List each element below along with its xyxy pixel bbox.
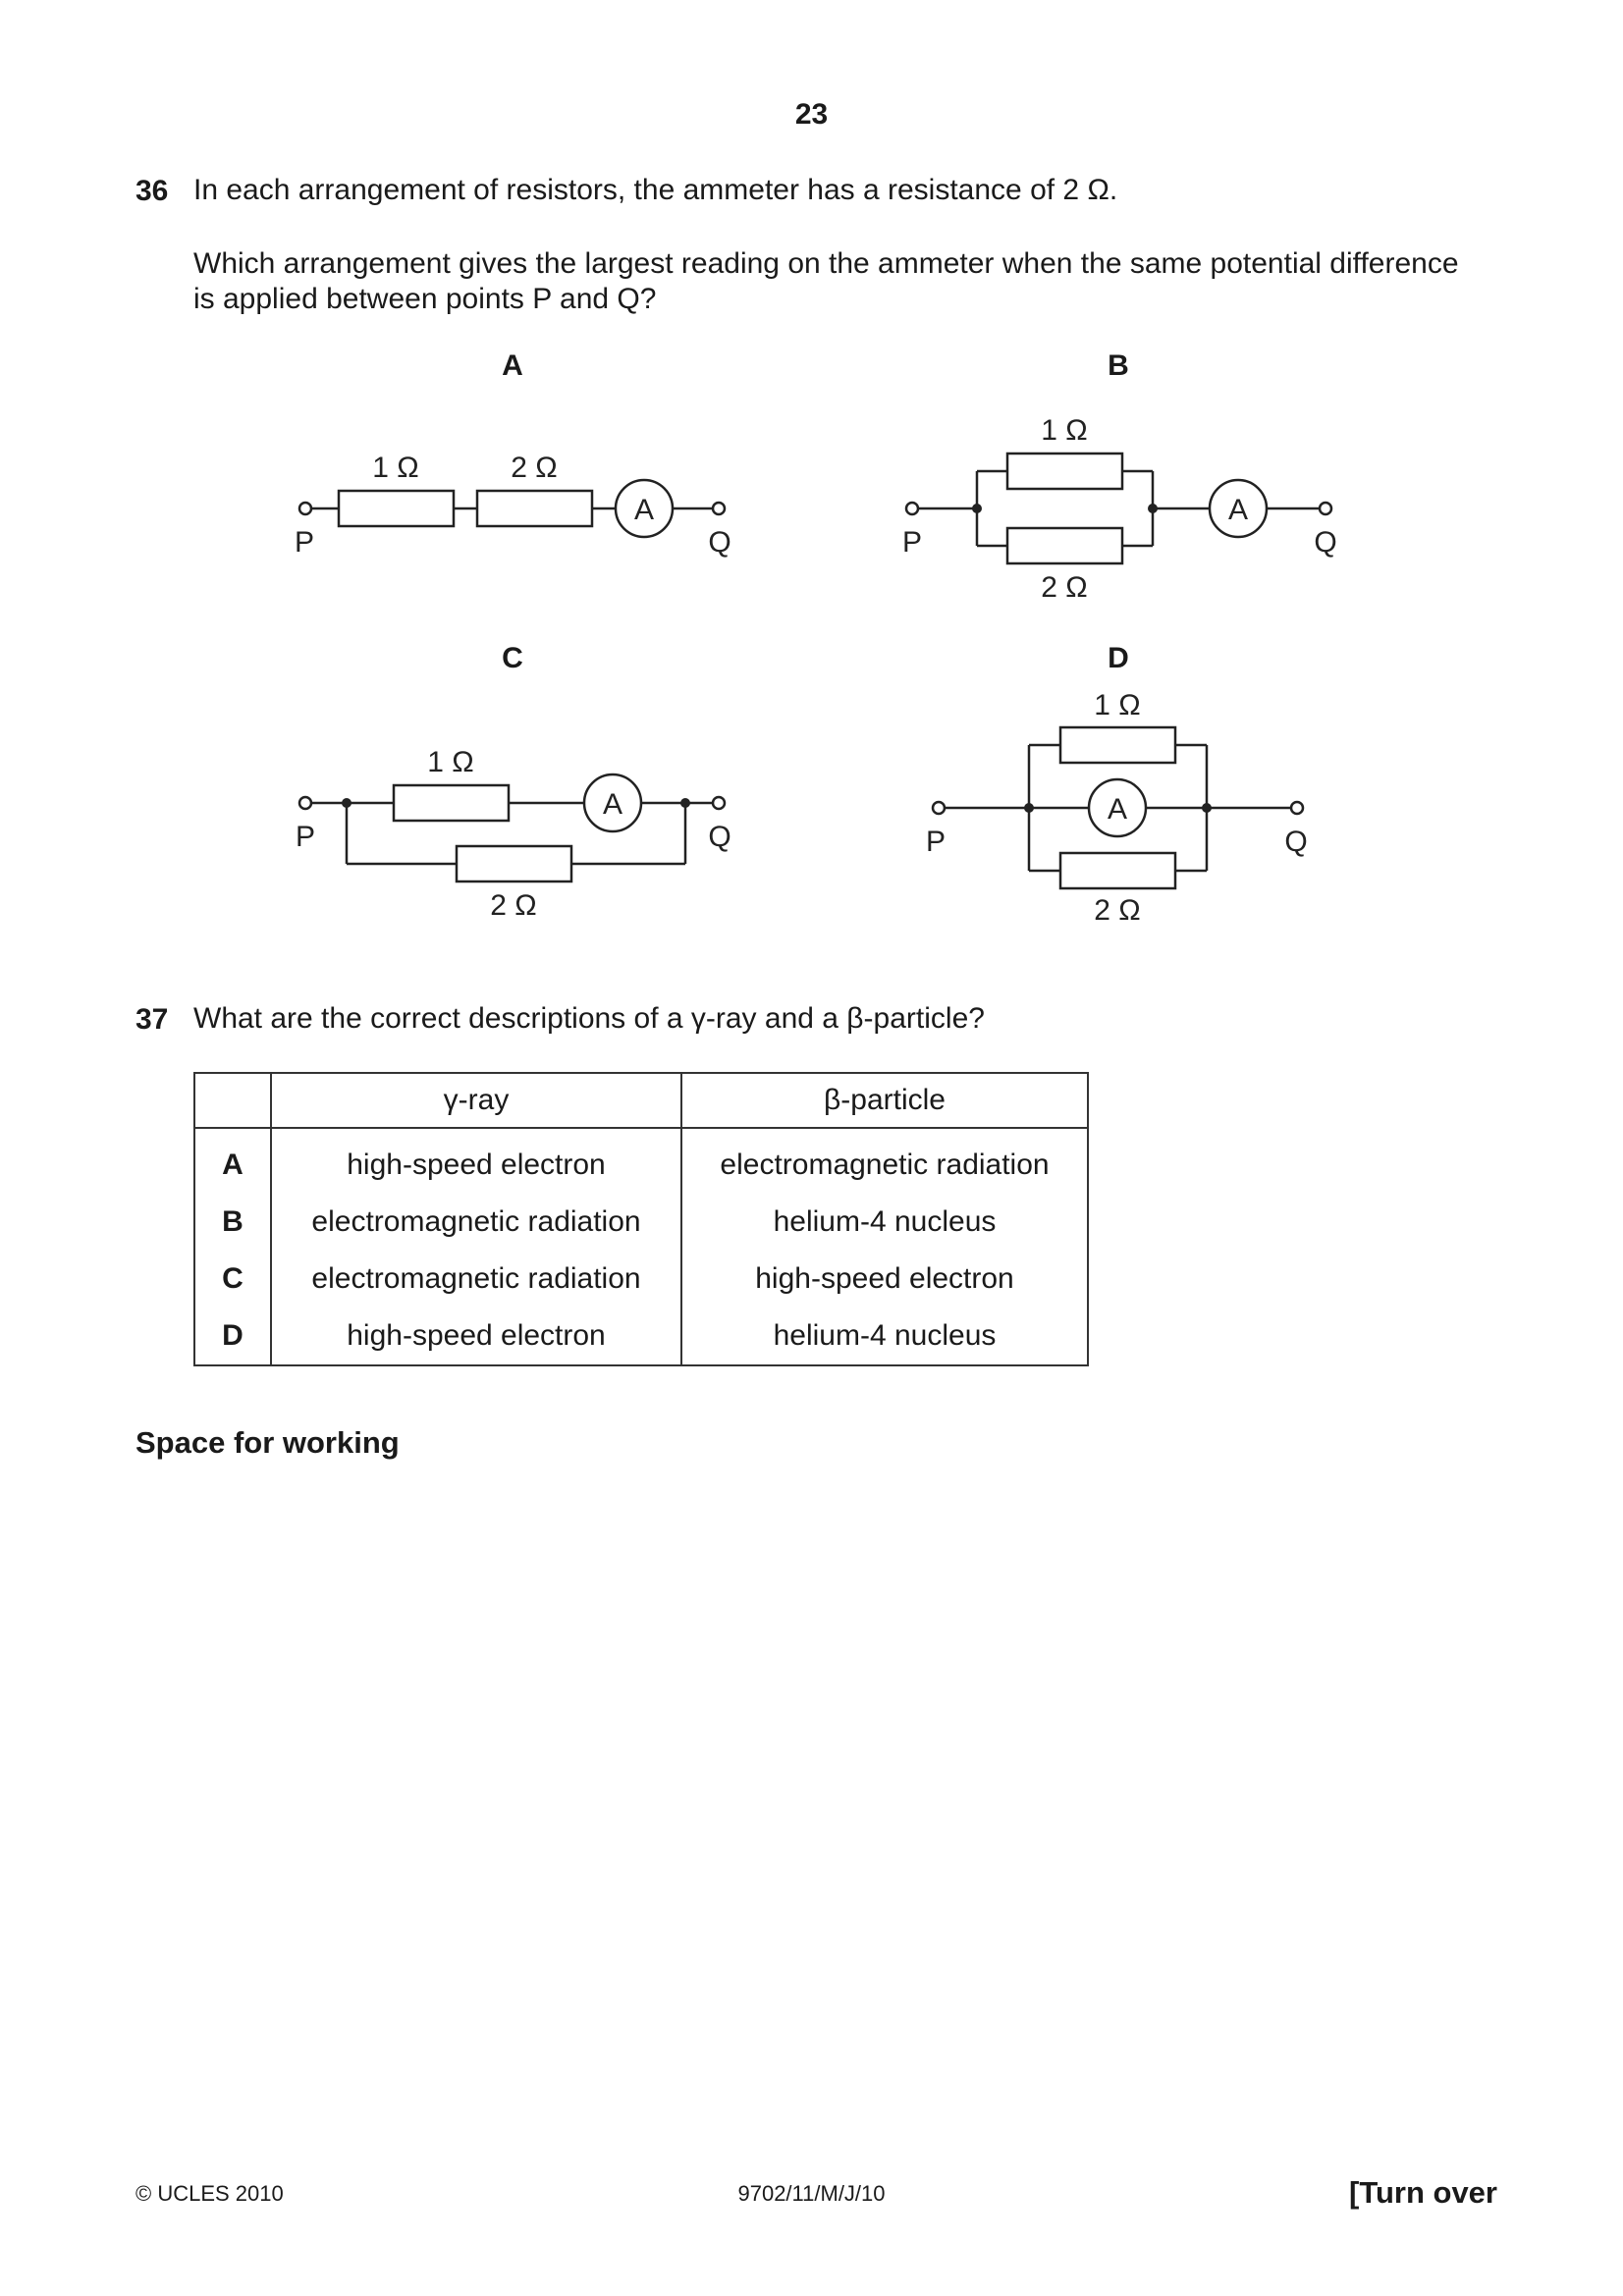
p-label: P (296, 821, 315, 853)
table-row: A high-speed electron electromagnetic ra… (193, 1128, 1089, 1194)
gamma-cell: electromagnetic radiation (270, 1194, 682, 1251)
junction-dot (1148, 504, 1158, 513)
footer-turn-over: [Turn over (1349, 2175, 1497, 2210)
question-37-number: 37 (135, 1003, 169, 1036)
resistor-1-ohm (1005, 452, 1124, 491)
circuit-c-label: C (502, 642, 523, 674)
circuit-b-diagram: 1 Ω 2 Ω A P Q (902, 414, 1337, 604)
label-1-ohm: 1 Ω (372, 452, 418, 484)
q-label: Q (1284, 826, 1307, 858)
label-1-ohm: 1 Ω (1094, 689, 1140, 721)
ammeter-label: A (603, 788, 622, 821)
p-label: P (295, 526, 314, 559)
space-for-working-heading: Space for working (135, 1425, 400, 1460)
terminal-q (711, 795, 727, 811)
circuit-b-label: B (1108, 349, 1129, 382)
table-row: D high-speed electron helium-4 nucleus (193, 1308, 1089, 1366)
junction-dot (342, 798, 352, 808)
question-36-text: In each arrangement of resistors, the am… (193, 174, 1118, 206)
footer-paper-code: 9702/11/M/J/10 (737, 2181, 886, 2206)
circuit-a-label: A (502, 349, 523, 382)
gamma-cell: electromagnetic radiation (270, 1251, 682, 1308)
q-label: Q (1314, 526, 1336, 559)
label-2-ohm: 2 Ω (490, 889, 536, 922)
table-header-row: γ-ray β-particle (193, 1072, 1089, 1129)
ammeter-label: A (1228, 494, 1248, 526)
option-label[interactable]: C (193, 1251, 272, 1308)
beta-cell: helium-4 nucleus (680, 1194, 1089, 1251)
ammeter-label: A (1108, 793, 1127, 826)
option-label[interactable]: D (193, 1308, 272, 1366)
junction-dot (1024, 803, 1034, 813)
resistor-2-ohm (1058, 851, 1177, 890)
beta-cell: high-speed electron (680, 1251, 1089, 1308)
terminal-q (1289, 800, 1305, 816)
page-number: 23 (794, 98, 829, 131)
label-2-ohm: 2 Ω (511, 452, 557, 484)
label-1-ohm: 1 Ω (427, 746, 473, 778)
junction-dot (1202, 803, 1212, 813)
circuit-c-diagram: 1 Ω 2 Ω A P Q (296, 746, 731, 922)
footer-copyright: © UCLES 2010 (135, 2181, 284, 2206)
terminal-p (298, 795, 313, 811)
question-36-prompt-line1: Which arrangement gives the largest read… (193, 247, 1459, 280)
option-label[interactable]: A (193, 1128, 272, 1194)
label-1-ohm: 1 Ω (1041, 414, 1087, 447)
resistor-1-ohm (392, 783, 511, 823)
terminal-p (298, 501, 313, 516)
ammeter-label: A (634, 494, 654, 526)
terminal-p (931, 800, 947, 816)
label-2-ohm: 2 Ω (1094, 894, 1140, 927)
p-label: P (902, 526, 922, 559)
junction-dot (972, 504, 982, 513)
gamma-cell: high-speed electron (270, 1128, 682, 1194)
label-2-ohm: 2 Ω (1041, 571, 1087, 604)
circuit-d-label: D (1108, 642, 1129, 674)
q-label: Q (708, 821, 730, 853)
beta-cell: electromagnetic radiation (680, 1128, 1089, 1194)
question-36-number: 36 (135, 175, 169, 207)
junction-dot (680, 798, 690, 808)
gamma-cell: high-speed electron (270, 1308, 682, 1366)
question-37-text: What are the correct descriptions of a γ… (193, 1002, 985, 1035)
resistor-2-ohm (475, 489, 594, 528)
resistor-2-ohm (455, 844, 573, 883)
answer-table: γ-ray β-particle A high-speed electron e… (193, 1072, 1089, 1366)
table-row: B electromagnetic radiation helium-4 nuc… (193, 1194, 1089, 1251)
header-beta-particle: β-particle (680, 1072, 1089, 1129)
p-label: P (926, 826, 946, 858)
terminal-q (1318, 501, 1333, 516)
option-label[interactable]: B (193, 1194, 272, 1251)
header-gamma-ray: γ-ray (270, 1072, 682, 1129)
beta-cell: helium-4 nucleus (680, 1308, 1089, 1366)
terminal-p (904, 501, 920, 516)
resistor-1-ohm (337, 489, 456, 528)
table-row: C electromagnetic radiation high-speed e… (193, 1251, 1089, 1308)
question-36-prompt-line2: is applied between points P and Q? (193, 283, 657, 315)
circuit-d-diagram: 1 Ω 2 Ω A P Q (926, 689, 1308, 927)
terminal-q (711, 501, 727, 516)
circuit-a-diagram: 1 Ω 2 Ω A P Q (295, 452, 731, 559)
q-label: Q (708, 526, 730, 559)
header-option (193, 1072, 272, 1129)
resistor-1-ohm (1058, 725, 1177, 765)
resistor-2-ohm (1005, 526, 1124, 565)
